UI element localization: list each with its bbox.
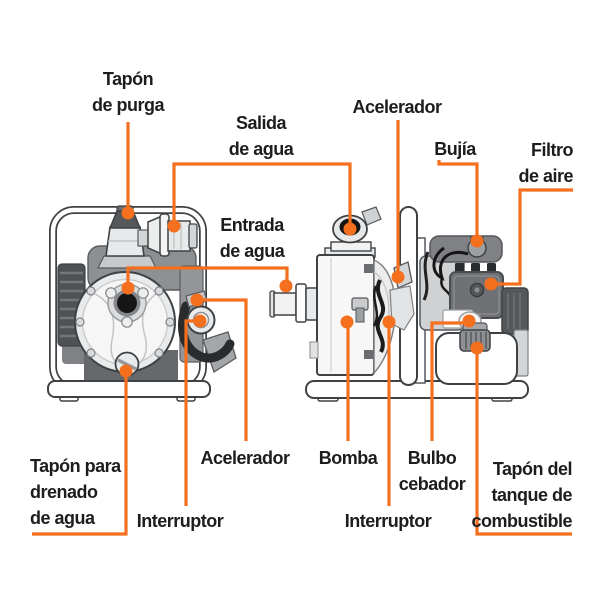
dot-acelerador-inferior (190, 293, 204, 307)
dot-tapon-drenado (119, 364, 133, 378)
pump-casing (309, 247, 376, 376)
dot-salida-front (167, 219, 181, 233)
label-acelerador-superior: Acelerador (352, 97, 442, 117)
muffler (501, 287, 529, 335)
label-salida-de-agua: Salida de agua (228, 113, 294, 159)
dot-bulbo-cebador (462, 314, 476, 328)
leader-salida-agua (172, 162, 352, 224)
side-view (269, 206, 529, 402)
dot-tapon-tanque (470, 341, 484, 355)
dot-salida-side (343, 222, 357, 236)
leader-bulbo-cebador (430, 321, 465, 441)
label-bulbo-cebador: Bulbo cebador (398, 448, 466, 494)
dot-bomba (340, 315, 354, 329)
water-inlet-hub (105, 283, 149, 328)
label-filtro-de-aire: Filtro de aire (518, 140, 573, 186)
label-interruptor-derecho: Interruptor (344, 511, 432, 531)
dot-acelerador-superior (391, 270, 405, 284)
leader-bujia (437, 160, 479, 237)
label-bomba: Bomba (318, 448, 378, 468)
dot-interruptor-izq (193, 314, 207, 328)
label-interruptor-izquierdo: Interruptor (136, 511, 224, 531)
callout-dots (119, 206, 498, 378)
leader-acelerador-inferior (200, 298, 248, 441)
label-acelerador-inferior: Acelerador (200, 448, 290, 468)
leader-tapon-tanque (475, 351, 572, 536)
label-entrada-de-agua: Entrada de agua (219, 215, 285, 261)
drain-screw (114, 351, 140, 377)
dot-entrada-front (121, 281, 135, 295)
dot-bujia (470, 234, 484, 248)
label-tapon-drenado: Tapón para drenado de agua (30, 456, 121, 528)
leader-filtro-aire (495, 188, 573, 286)
engine (419, 235, 529, 385)
water-outlet-front (137, 213, 198, 257)
label-tapon-tanque: Tapón del tanque de combustible (471, 459, 572, 531)
dot-entrada-side (279, 279, 293, 293)
label-tapon-de-purga: Tapón de purga (91, 69, 165, 115)
dot-filtro-aire (484, 277, 498, 291)
dot-tapon-purga (121, 206, 135, 220)
base-front (47, 380, 211, 398)
label-bujia: Bujía (434, 139, 476, 159)
leader-entrada-agua (126, 266, 289, 284)
water-inlet-side (269, 283, 319, 323)
leader-tapon-drenado (32, 368, 128, 536)
dot-interruptor-der (382, 315, 396, 329)
